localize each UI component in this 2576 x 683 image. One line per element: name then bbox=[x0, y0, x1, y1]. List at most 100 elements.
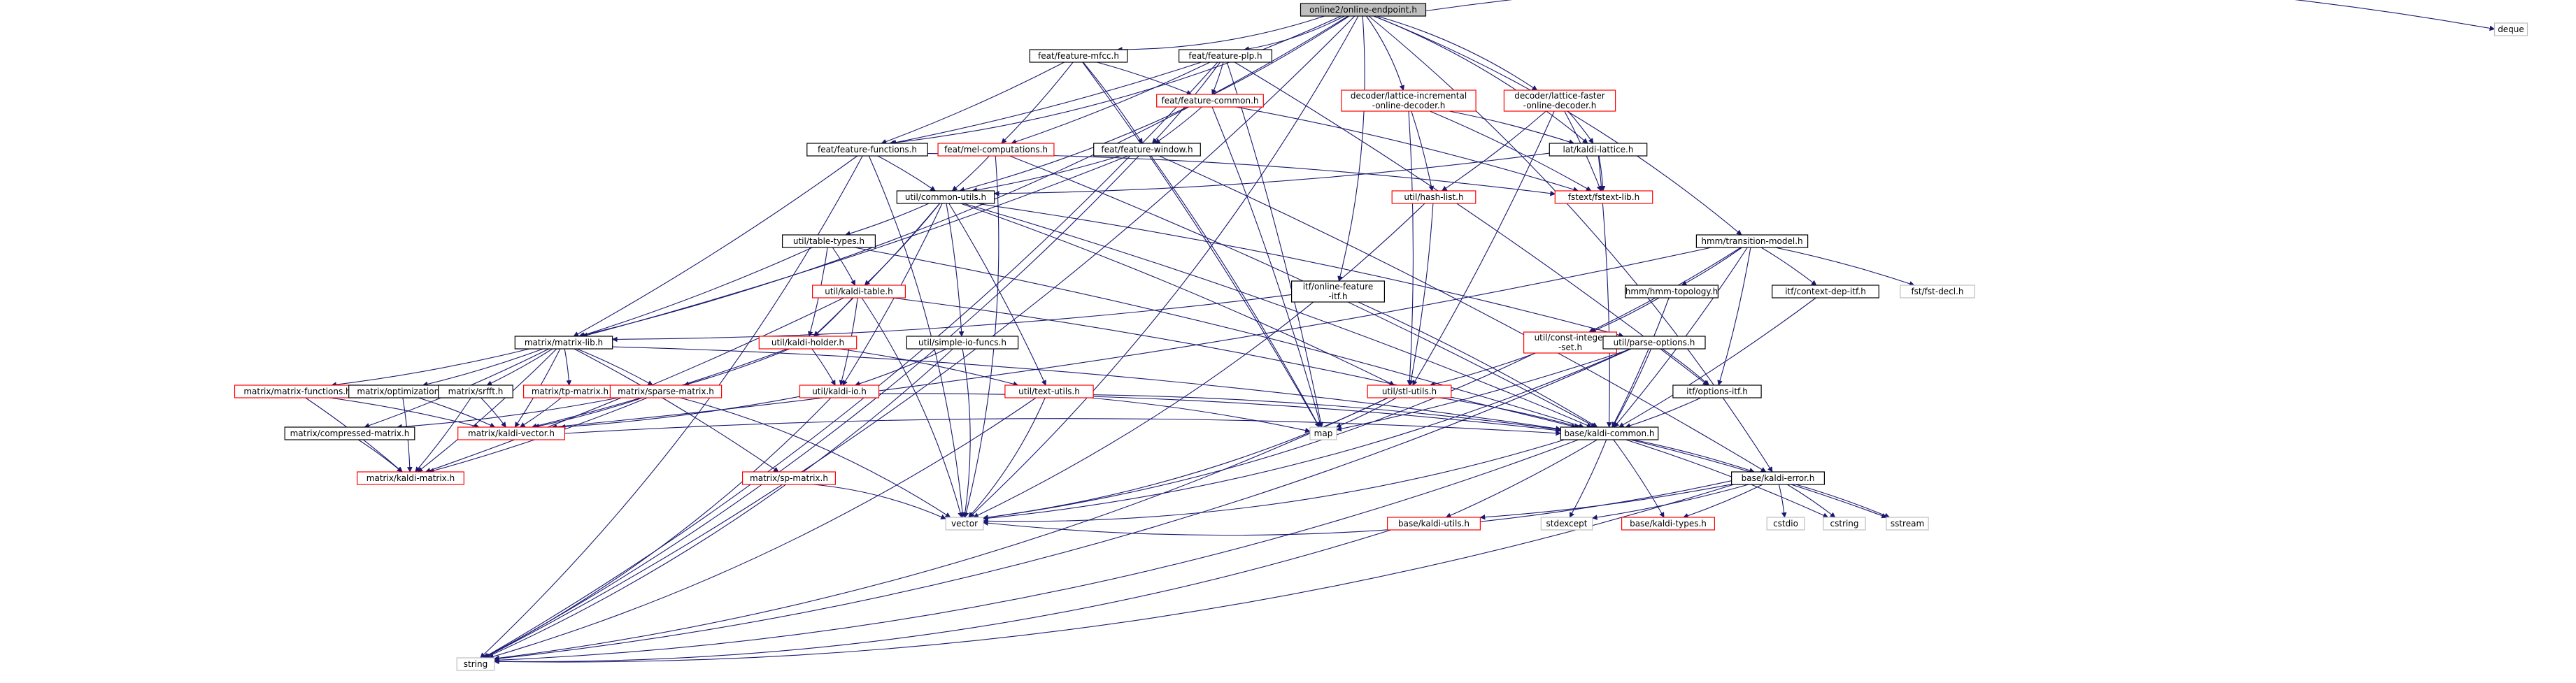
node-box-kalditable[interactable] bbox=[811, 285, 906, 299]
node-box-window[interactable] bbox=[1093, 143, 1201, 157]
node-box-parseoptions[interactable] bbox=[1602, 336, 1706, 350]
node-map[interactable]: map bbox=[1309, 426, 1337, 440]
node-kaldilattice[interactable]: lat/kaldi-lattice.h bbox=[1549, 143, 1648, 157]
node-box-plp[interactable] bbox=[1178, 49, 1272, 63]
node-incremental[interactable]: decoder/lattice-incremental-online-decod… bbox=[1341, 89, 1476, 112]
node-box-tabletypes[interactable] bbox=[781, 234, 876, 248]
node-cstdio[interactable]: cstdio bbox=[1766, 517, 1805, 531]
node-spmatrix[interactable]: matrix/sp-matrix.h bbox=[741, 471, 836, 485]
node-tabletypes[interactable]: util/table-types.h bbox=[781, 234, 876, 248]
node-box-textutils[interactable] bbox=[1004, 384, 1094, 398]
node-commonutils[interactable]: util/common-utils.h bbox=[896, 190, 995, 204]
node-simpleio[interactable]: util/simple-io-funcs.h bbox=[906, 336, 1019, 350]
node-box-deque[interactable] bbox=[2493, 22, 2528, 36]
node-box-map[interactable] bbox=[1309, 426, 1337, 440]
node-box-constint[interactable] bbox=[1523, 331, 1618, 354]
node-optimization[interactable]: matrix/optimization.h bbox=[348, 384, 456, 398]
node-kaldicommon[interactable]: base/kaldi-common.h bbox=[1560, 426, 1659, 440]
node-string[interactable]: string bbox=[456, 657, 495, 671]
node-root[interactable]: online2/online-endpoint.h bbox=[1300, 3, 1427, 17]
node-box-onlinefeature[interactable] bbox=[1290, 280, 1385, 303]
node-label-mel: feat/mel-computations.h bbox=[944, 145, 1048, 154]
node-box-fstextlib[interactable] bbox=[1554, 190, 1653, 204]
node-transition[interactable]: hmm/transition-model.h bbox=[1695, 234, 1809, 248]
node-matrixlib[interactable]: matrix/matrix-lib.h bbox=[514, 336, 613, 350]
node-kaldimatrix[interactable]: matrix/kaldi-matrix.h bbox=[357, 471, 464, 485]
node-kalditable[interactable]: util/kaldi-table.h bbox=[811, 285, 906, 299]
node-hashlist[interactable]: util/hash-list.h bbox=[1391, 190, 1476, 204]
node-box-faster[interactable] bbox=[1503, 89, 1616, 112]
node-box-srfft[interactable] bbox=[438, 384, 513, 398]
node-kaldiholder[interactable]: util/kaldi-holder.h bbox=[758, 336, 858, 350]
node-box-kaldiutils[interactable] bbox=[1386, 517, 1481, 531]
node-kalditypes[interactable]: base/kaldi-types.h bbox=[1621, 517, 1716, 531]
node-box-spmatrix[interactable] bbox=[741, 471, 836, 485]
node-box-kaldierror[interactable] bbox=[1731, 471, 1826, 485]
node-hmmtopo[interactable]: hmm/hmm-topology.h bbox=[1625, 285, 1719, 299]
node-box-kaldiio[interactable] bbox=[799, 384, 880, 398]
node-box-matrixlib[interactable] bbox=[514, 336, 613, 350]
node-deque[interactable]: deque bbox=[2493, 22, 2528, 36]
node-kaldiutils[interactable]: base/kaldi-utils.h bbox=[1386, 517, 1481, 531]
node-cstring[interactable]: cstring bbox=[1823, 517, 1866, 531]
node-box-hashlist[interactable] bbox=[1391, 190, 1476, 204]
node-box-kaldivector[interactable] bbox=[457, 426, 565, 440]
node-box-stdexcept[interactable] bbox=[1540, 517, 1593, 531]
node-optionsitf[interactable]: itf/options-itf.h bbox=[1672, 384, 1762, 398]
node-box-fstdecl[interactable] bbox=[1900, 285, 1975, 299]
node-box-kaldicommon[interactable] bbox=[1560, 426, 1659, 440]
node-kaldivector[interactable]: matrix/kaldi-vector.h bbox=[457, 426, 565, 440]
node-box-cstring[interactable] bbox=[1823, 517, 1866, 531]
node-fstdecl[interactable]: fst/fst-decl.h bbox=[1900, 285, 1975, 299]
node-box-mfcc[interactable] bbox=[1029, 49, 1128, 63]
node-box-kalditypes[interactable] bbox=[1621, 517, 1716, 531]
node-mel[interactable]: feat/mel-computations.h bbox=[937, 143, 1055, 157]
node-box-vector[interactable] bbox=[945, 517, 984, 531]
node-sparsematrix[interactable]: matrix/sparse-matrix.h bbox=[609, 384, 723, 398]
node-tpmatrix[interactable]: matrix/tp-matrix.h bbox=[522, 384, 617, 398]
node-box-simpleio[interactable] bbox=[906, 336, 1019, 350]
node-box-stlutils[interactable] bbox=[1367, 384, 1452, 398]
node-box-sparsematrix[interactable] bbox=[609, 384, 723, 398]
node-stdexcept[interactable]: stdexcept bbox=[1540, 517, 1593, 531]
edge-commonutils-to-kalditable bbox=[864, 203, 941, 286]
node-box-root[interactable] bbox=[1300, 3, 1427, 17]
node-box-transition[interactable] bbox=[1695, 234, 1809, 248]
node-functions[interactable]: feat/feature-functions.h bbox=[806, 143, 928, 157]
node-box-kaldilattice[interactable] bbox=[1549, 143, 1648, 157]
node-box-cstdio[interactable] bbox=[1766, 517, 1805, 531]
node-box-mel[interactable] bbox=[937, 143, 1055, 157]
node-faster[interactable]: decoder/lattice-faster-online-decoder.h bbox=[1503, 89, 1616, 112]
node-stlutils[interactable]: util/stl-utils.h bbox=[1367, 384, 1452, 398]
node-compressed[interactable]: matrix/compressed-matrix.h bbox=[284, 426, 415, 440]
node-box-functions[interactable] bbox=[806, 143, 928, 157]
node-box-incremental[interactable] bbox=[1341, 89, 1476, 112]
node-window[interactable]: feat/feature-window.h bbox=[1093, 143, 1201, 157]
node-parseoptions[interactable]: util/parse-options.h bbox=[1602, 336, 1706, 350]
node-box-optionsitf[interactable] bbox=[1672, 384, 1762, 398]
node-box-kaldimatrix[interactable] bbox=[357, 471, 464, 485]
node-matrixfunctions[interactable]: matrix/matrix-functions.h bbox=[234, 384, 361, 398]
node-textutils[interactable]: util/text-utils.h bbox=[1004, 384, 1094, 398]
node-box-contextdep[interactable] bbox=[1772, 285, 1879, 299]
node-sstream[interactable]: sstream bbox=[1886, 517, 1929, 531]
node-constint[interactable]: util/const-integer-set.h bbox=[1523, 331, 1618, 354]
node-box-kaldiholder[interactable] bbox=[758, 336, 858, 350]
node-box-compressed[interactable] bbox=[284, 426, 415, 440]
node-kaldiio[interactable]: util/kaldi-io.h bbox=[799, 384, 880, 398]
node-common[interactable]: feat/feature-common.h bbox=[1156, 94, 1264, 108]
node-box-sstream[interactable] bbox=[1886, 517, 1929, 531]
node-srfft[interactable]: matrix/srfft.h bbox=[438, 384, 513, 398]
node-contextdep[interactable]: itf/context-dep-itf.h bbox=[1772, 285, 1879, 299]
node-mfcc[interactable]: feat/feature-mfcc.h bbox=[1029, 49, 1128, 63]
node-fstextlib[interactable]: fstext/fstext-lib.h bbox=[1554, 190, 1653, 204]
node-kaldierror[interactable]: base/kaldi-error.h bbox=[1731, 471, 1826, 485]
node-vector[interactable]: vector bbox=[945, 517, 984, 531]
node-plp[interactable]: feat/feature-plp.h bbox=[1178, 49, 1272, 63]
node-onlinefeature[interactable]: itf/online-feature-itf.h bbox=[1290, 280, 1385, 303]
node-box-hmmtopo[interactable] bbox=[1625, 285, 1719, 299]
edge-kaldiholder-to-textutils bbox=[839, 348, 1019, 387]
node-box-common[interactable] bbox=[1156, 94, 1264, 108]
node-box-string[interactable] bbox=[456, 657, 495, 671]
node-box-commonutils[interactable] bbox=[896, 190, 995, 204]
